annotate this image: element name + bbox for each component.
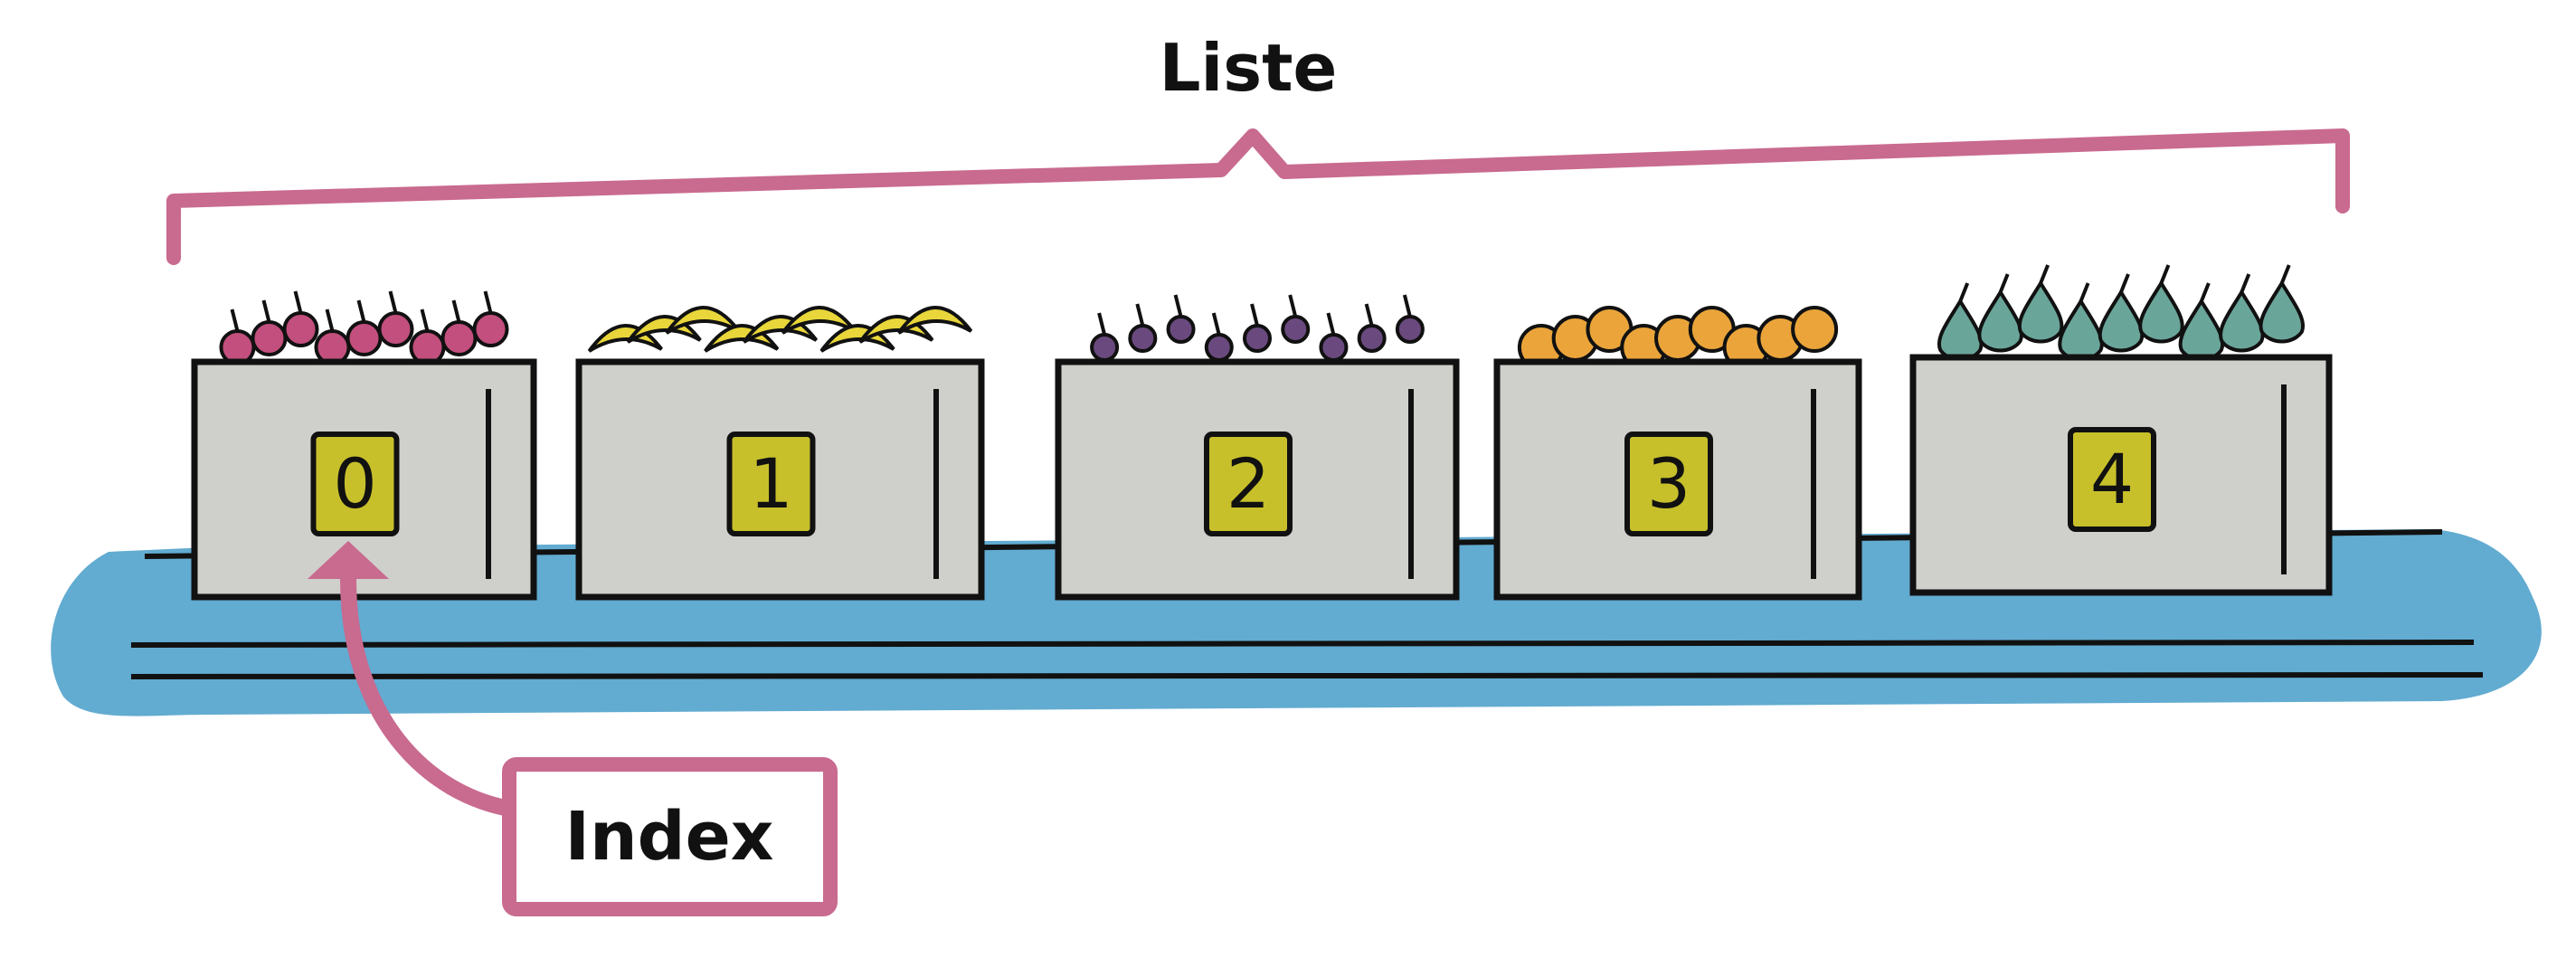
fruit-stem [388,290,398,314]
pear [2138,280,2184,344]
grapes-fruit [1243,324,1272,353]
fruit-stem [1097,312,1107,336]
fruit-stem [261,299,271,323]
crate [575,358,985,601]
pear [2058,298,2104,362]
cherries-fruit [440,320,478,356]
pear [2259,280,2305,344]
pear [2098,289,2145,353]
pear [2219,289,2265,353]
grapes-fruit [1357,324,1387,353]
grapes-fruit [1090,333,1120,362]
grapes-fruit [1319,333,1349,362]
index-number: 0 [333,443,376,524]
list-bracket: Liste [166,30,2350,265]
pear-stem [1998,273,2010,293]
fruit-stem [325,308,335,332]
index-tag [1624,432,1713,536]
index-number: 3 [1647,443,1690,524]
fruit-stem [293,290,303,314]
index-label-box [502,757,838,916]
index-number: 2 [1226,443,1270,524]
fruit-stem [1173,294,1183,318]
index-number: 4 [2090,439,2134,519]
index-callout: Index [308,541,838,916]
grapes-icon [1090,294,1425,362]
list-items: 0 1 2 3 4 [191,264,2333,601]
list-item-box-2: 2 [1055,294,1460,601]
pear-stem [1958,282,1970,302]
index-number: 1 [749,443,792,524]
fruit-stem [483,290,493,314]
grapes-fruit [1395,315,1425,344]
list-item-box-0: 0 [191,290,537,601]
belt-line-middle [130,640,2475,648]
fruit-stem [1250,303,1259,327]
pear-stem [2200,282,2211,302]
index-tag [310,432,400,536]
fruit-stem [230,308,240,332]
oranges-fruit [1791,306,1839,353]
cherries-fruit [251,320,288,356]
bracket-line [166,128,2350,265]
grapes-fruit [1204,333,1234,362]
cherries-icon [219,290,509,365]
grapes-fruit [1281,315,1311,344]
pear-stem [2119,273,2130,293]
grapes-fruit [1128,324,1158,353]
list-item-box-4: 4 [1909,264,2333,596]
pear-stem [2039,264,2050,284]
list-item-box-3: 3 [1493,306,1862,601]
pear [2017,280,2064,344]
fruit-stem [420,308,430,332]
cherries-fruit [346,320,383,356]
list-label: Liste [1160,30,1338,106]
index-tag [1204,432,1293,536]
fruit-stem [1402,294,1412,318]
pear-stem [2079,282,2090,302]
pear-stem [2240,273,2251,293]
fruit-stem [1288,294,1298,318]
index-tag [726,432,816,536]
pear [2178,298,2225,362]
cherries-fruit [377,311,414,347]
index-tag [2068,427,2156,532]
index-arrow-head [308,541,389,579]
fruit-stem [356,299,366,323]
index-arrow-shaft [340,571,524,818]
bananas-icon [587,306,973,353]
pear-stem [2279,264,2291,284]
fruit-stem [1211,312,1221,336]
cherries-fruit [472,311,509,347]
fruit-stem [451,299,461,323]
pear [1937,298,1984,362]
list-item-box-1: 1 [575,306,985,601]
fruit-stem [1364,303,1374,327]
grapes-fruit [1166,315,1196,344]
banana [896,306,973,335]
fruit-stem [1326,312,1336,336]
index-label: Index [564,798,773,876]
pear-stem [2159,264,2171,284]
cherries-fruit [282,311,319,347]
pears-icon [1937,264,2305,362]
pear [1977,289,2023,353]
fruit-stem [1135,303,1145,327]
belt-line-bottom [130,672,2484,679]
